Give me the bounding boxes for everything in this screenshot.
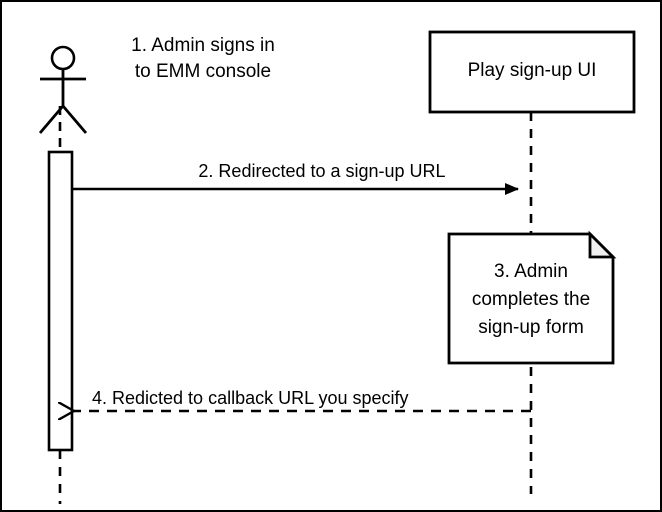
note-fold-icon: [588, 230, 617, 259]
note-text-line-1: 3. Admin: [494, 261, 568, 282]
participant-box-play-signup-ui[interactable]: [428, 30, 636, 114]
note-text-line-3: sign-up form: [478, 317, 584, 338]
note-admin-completes-form: [447, 230, 617, 365]
note-text-line-2: completes the: [471, 289, 591, 310]
actor-caption-line-2: to EMM console: [134, 61, 272, 82]
note-shape: [447, 232, 615, 365]
participant-box-label: Play sign-up UI: [467, 60, 597, 81]
message-4-label: 4. Redicted to callback URL you specify: [92, 388, 409, 408]
actor-head-icon: [50, 45, 76, 71]
note-text: 3. Admin completes the sign-up form: [449, 258, 613, 342]
actor-admin[interactable]: [38, 45, 88, 134]
actor-caption: 1. Admin signs in to EMM console: [100, 33, 306, 85]
admin-activation-bar: [47, 150, 74, 452]
message-2-label: 2. Redirected to a sign-up URL: [198, 161, 446, 181]
actor-leg-right-icon: [61, 105, 88, 134]
actor-caption-line-1: 1. Admin signs in: [131, 35, 275, 56]
